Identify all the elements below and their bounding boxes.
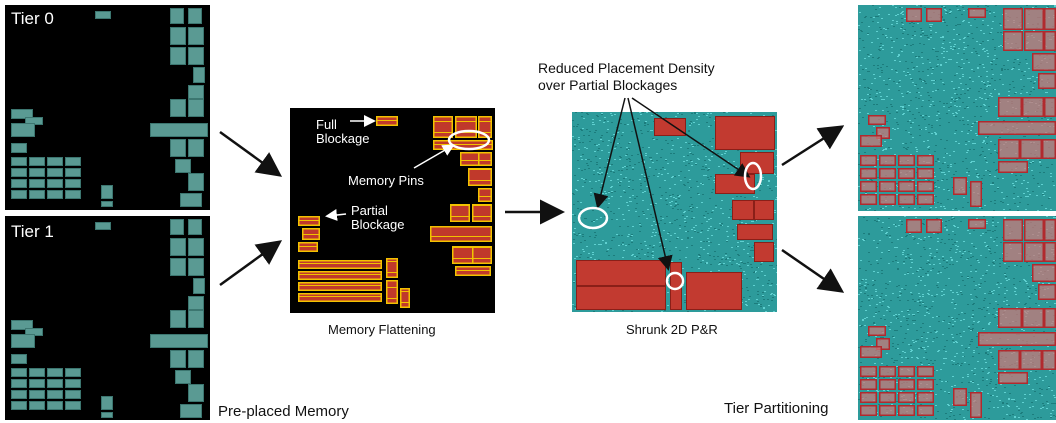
arrow-tier0-to-flattening [220,132,278,174]
partial-blockage-ellipse-mid [667,273,683,289]
memory-pins-ellipse [449,131,489,149]
arrow-shrunk-to-tier0 [782,128,840,165]
memory-pins-pointer [414,146,452,168]
partial-blockage-pointer [328,214,346,216]
partial-blockage-ellipse-left [579,208,607,228]
callout-line-left [598,98,625,206]
arrow-shrunk-to-tier1 [782,250,840,290]
callout-line-right [632,98,748,176]
callout-line-mid [628,98,668,268]
arrow-tier1-to-flattening [220,243,278,285]
